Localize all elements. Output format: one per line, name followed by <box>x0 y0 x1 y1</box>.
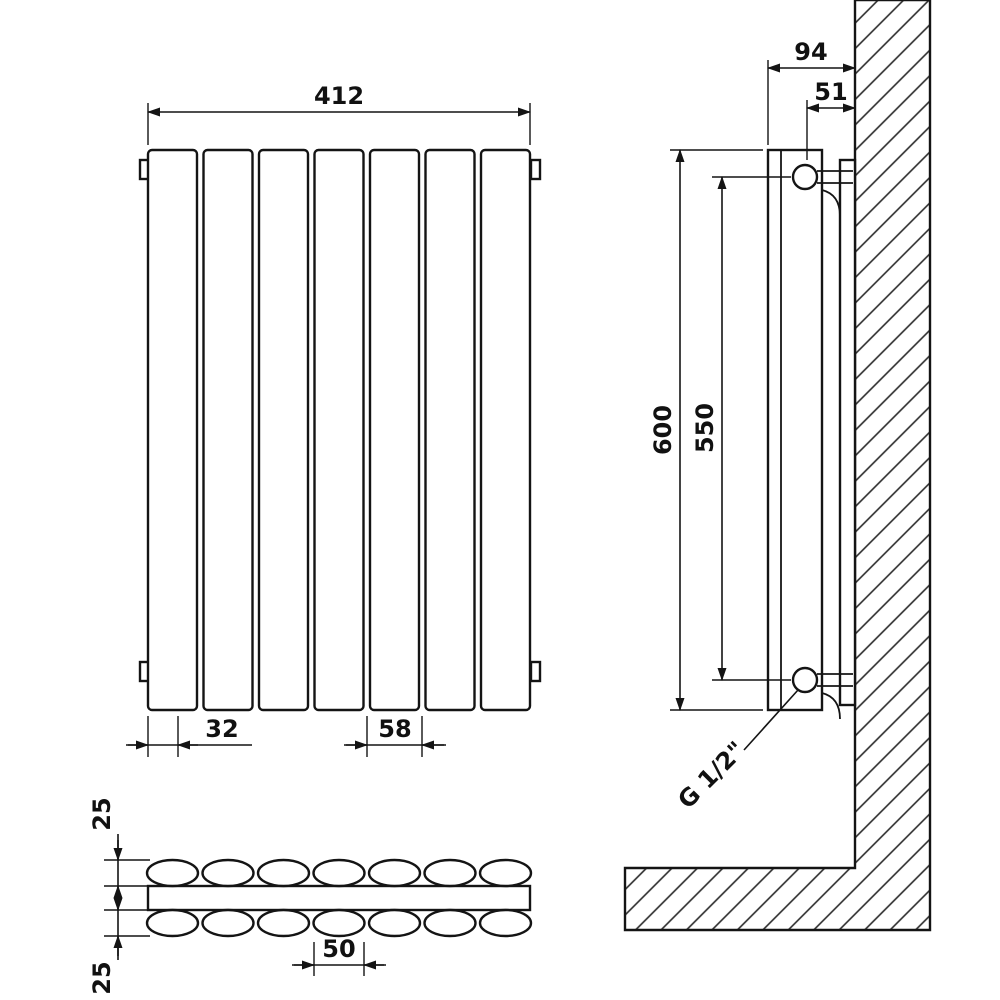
oval-column <box>478 858 533 888</box>
dim-pipe-centre: 51 <box>806 78 856 160</box>
radiator-panel <box>424 148 476 712</box>
dim-wall-depth-label: 94 <box>794 38 827 66</box>
radiator-panel <box>313 148 365 712</box>
bracket-curve <box>821 692 841 720</box>
section-view: 25 25 50 <box>88 797 533 995</box>
pipe-connection-circle <box>791 163 819 191</box>
radiator-panel <box>479 148 532 712</box>
dim-wall-depth: 94 <box>767 38 856 145</box>
radiator-panel <box>146 148 199 712</box>
oval-column <box>367 858 422 888</box>
dim-overall-height: 600 <box>649 149 763 711</box>
front-view: 412 32 58 <box>126 82 542 757</box>
oval-column <box>312 908 366 938</box>
radiator-panel <box>202 148 254 712</box>
oval-column <box>256 858 311 888</box>
wall-bracket-tab <box>529 660 542 683</box>
pipe-connection-label: G 1/2" <box>672 736 750 814</box>
leader-line <box>743 689 799 751</box>
dim-pipe-centres-label: 550 <box>691 403 719 453</box>
wall-section <box>623 0 932 932</box>
oval-column <box>201 858 255 888</box>
dim-panel-pitch-label: 58 <box>378 715 411 743</box>
dim-column-depth-front-label: 25 <box>88 797 116 830</box>
dim-column-width-label: 50 <box>322 935 355 963</box>
oval-column <box>312 858 366 888</box>
dim-overall-height-label: 600 <box>649 405 677 455</box>
wall-hatch-area <box>623 0 932 932</box>
mounting-rail <box>838 158 857 707</box>
section-plate <box>146 884 532 912</box>
dim-column-depth-front: 25 <box>88 797 150 904</box>
dim-panel-pitch: 58 <box>344 715 446 757</box>
bracket-curve <box>821 189 841 217</box>
dim-overall-width: 412 <box>147 82 531 145</box>
oval-column <box>423 908 477 938</box>
top-bracket <box>791 163 853 217</box>
radiator-side-body <box>766 148 824 712</box>
rear-column-row <box>145 908 533 938</box>
wall-bracket-tab <box>529 158 542 181</box>
dim-edge-offset: 32 <box>126 715 252 757</box>
pipe-connection-circle <box>791 666 819 694</box>
oval-column <box>145 858 200 888</box>
dim-pipe-centres-vertical: 550 <box>691 176 791 681</box>
radiator-panel <box>257 148 310 712</box>
dim-column-width: 50 <box>292 935 386 976</box>
bottom-bracket <box>791 666 853 720</box>
dim-pipe-centre-label: 51 <box>814 78 847 106</box>
oval-column <box>256 908 311 938</box>
oval-column <box>367 908 422 938</box>
oval-column <box>478 908 533 938</box>
oval-column <box>423 858 477 888</box>
radiator-panels <box>146 148 532 712</box>
dim-overall-width-label: 412 <box>314 82 364 110</box>
oval-column <box>145 908 200 938</box>
dim-column-depth-rear: 25 <box>88 892 150 995</box>
oval-column <box>201 908 255 938</box>
side-view: 94 51 600 550 G 1/2" <box>649 38 857 814</box>
radiator-panel <box>368 148 421 712</box>
front-column-row <box>145 858 533 888</box>
dim-edge-offset-label: 32 <box>205 715 238 743</box>
dim-column-depth-rear-label: 25 <box>88 961 116 994</box>
